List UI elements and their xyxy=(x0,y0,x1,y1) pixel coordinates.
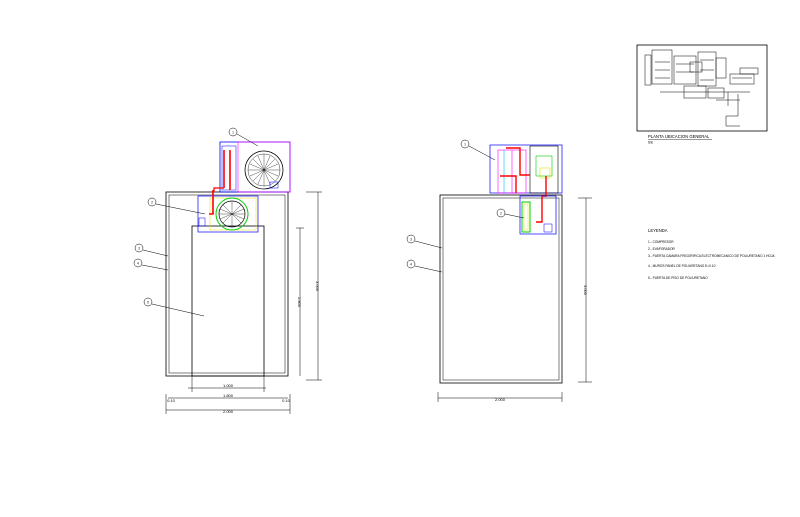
legend-item-4: 4.- MUROS PANEL DE POLIURETANO E=0.10 xyxy=(648,264,716,268)
legend-item-2: 2.- EVAPORADOR xyxy=(648,247,676,251)
callout-left-5: 5 xyxy=(147,301,149,305)
dim-left-door-width: 1.000 xyxy=(223,383,234,388)
dim-right-total: 2.000 xyxy=(495,397,506,402)
left-room-outer-wall xyxy=(165,191,289,377)
location-plan-title: PLANTA UBICACION GENERAL xyxy=(648,134,710,139)
dim-right-height: 3.000 xyxy=(583,285,588,296)
left-room-inner-wall xyxy=(168,194,286,374)
legend: LEYENDA 1.- COMPRESOR 2.- EVAPORADOR 3.-… xyxy=(648,228,776,280)
legend-title: LEYENDA xyxy=(648,228,668,233)
callout-left-3: 3 xyxy=(138,247,140,251)
left-compressor-unit xyxy=(219,141,291,193)
callout-left-4: 4 xyxy=(137,262,139,266)
legend-item-1: 1.- COMPRESOR xyxy=(648,240,674,244)
legend-item-5: 5.- PUERTA DE PISO DE POLIURETANO xyxy=(648,276,708,280)
dim-left-height-outer: 3.000 xyxy=(315,281,320,292)
left-plan-view xyxy=(165,191,289,392)
left-door-panel xyxy=(191,225,265,377)
left-dimensions xyxy=(165,191,322,414)
callout-left-2: 2 xyxy=(151,201,153,205)
right-room-inner-wall xyxy=(442,197,560,381)
callout-left-1: 1 xyxy=(232,131,234,135)
dim-left-total: 2.000 xyxy=(223,409,234,414)
location-plan-frame xyxy=(636,44,768,132)
right-elevation-view xyxy=(439,194,563,384)
callout-right-3: 3 xyxy=(410,238,412,242)
location-plan-scale: S/E xyxy=(648,141,653,145)
callout-right-1: 1 xyxy=(464,143,466,147)
compressor-fan-icon xyxy=(244,150,284,190)
right-dimensions xyxy=(437,197,592,402)
left-callouts xyxy=(133,127,259,317)
legend-item-3: 3.- PUERTA CAMARA FRIGORIFICA ELECTROMEC… xyxy=(648,254,776,258)
callout-right-4: 4 xyxy=(410,263,412,267)
right-compressor-unit xyxy=(489,144,563,197)
right-callouts xyxy=(406,139,525,273)
dim-left-side-a: 0.10 xyxy=(167,398,176,403)
right-room-outer-wall xyxy=(439,194,563,384)
dim-left-side-b: 0.10 xyxy=(282,398,291,403)
left-evaporator-unit xyxy=(197,187,259,233)
dim-left-inner-width: 1.800 xyxy=(223,393,234,398)
location-plan xyxy=(636,44,768,132)
callout-right-2: 2 xyxy=(500,212,502,216)
right-evaporator-unit xyxy=(519,195,557,235)
dim-left-height-inner: 2.800 xyxy=(297,297,302,308)
